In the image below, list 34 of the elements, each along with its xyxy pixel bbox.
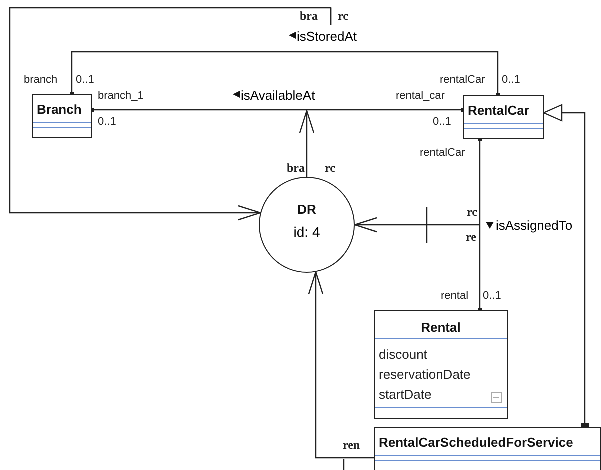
role-label: rentalCar — [440, 74, 486, 87]
role-label: 0..1 — [433, 116, 452, 129]
role-label: 0..1 — [483, 290, 502, 303]
role-label: rentalCar — [420, 147, 466, 160]
role-label: 0..1 — [76, 74, 94, 87]
end-label: rc — [325, 162, 336, 175]
attribute-text: discount — [379, 347, 428, 362]
attribute-text: startDate — [379, 387, 432, 402]
edge-label: isStoredAt — [296, 29, 358, 44]
end-label: rc — [467, 206, 478, 219]
role-label: 0..1 — [502, 74, 520, 87]
end-label: rc — [338, 10, 348, 23]
edge-label: isAvailableAt — [240, 88, 316, 103]
class-name: RentalCarScheduledForService — [379, 435, 574, 450]
class-name: Rental — [420, 320, 462, 335]
class-name: RentalCar — [468, 103, 530, 118]
class-box — [374, 427, 601, 470]
class-box — [32, 94, 92, 138]
attribute-text: reservationDate — [379, 367, 471, 382]
role-label: rental — [441, 290, 469, 303]
end-label: ren — [343, 439, 360, 452]
class-box — [463, 95, 544, 139]
role-label: branch_1 — [98, 90, 144, 103]
end-label: re — [466, 231, 476, 244]
role-label: branch — [24, 74, 58, 87]
class-box — [374, 310, 508, 419]
class-name: Branch — [37, 102, 82, 117]
end-label: bra — [300, 10, 318, 23]
instance-name: DR — [296, 202, 318, 217]
instance-id: id: 4 — [292, 224, 322, 240]
edge-label: isAssignedTo — [495, 218, 574, 233]
role-label: rental_car — [396, 90, 445, 103]
role-label: 0..1 — [98, 116, 116, 129]
end-label: bra — [287, 162, 305, 175]
